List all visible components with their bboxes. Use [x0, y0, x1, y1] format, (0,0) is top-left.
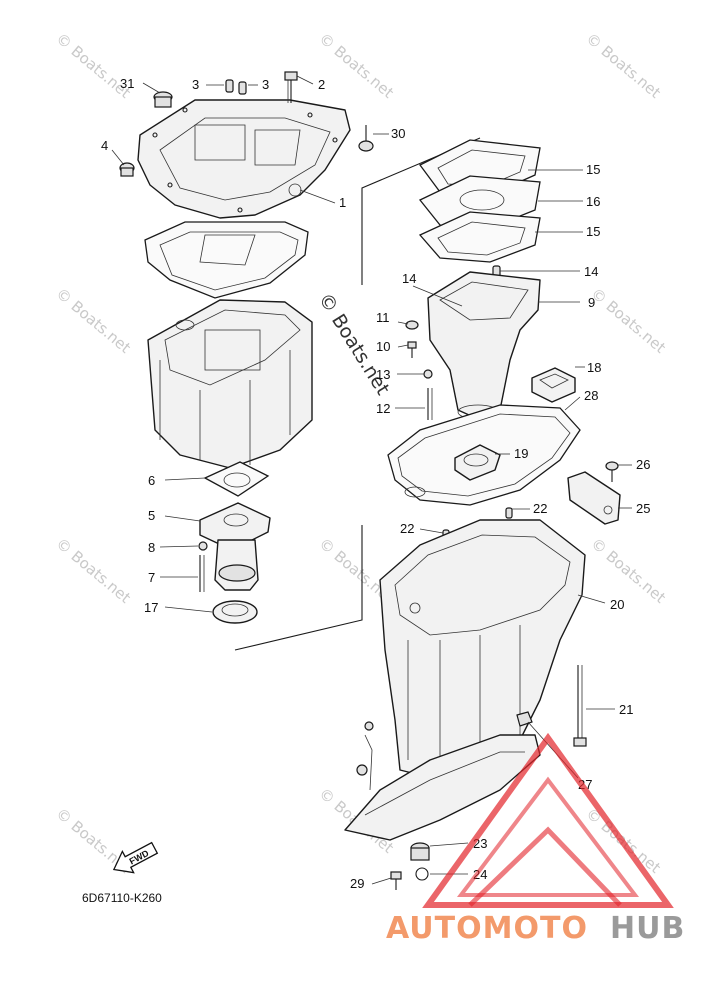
logo-text-automoto: AUTOMOTO	[386, 911, 588, 946]
callout-19: 19	[514, 446, 528, 461]
callout-17: 17	[144, 600, 158, 615]
callout-22: 22	[533, 501, 547, 516]
callout-16: 16	[586, 194, 600, 209]
callout-11: 11	[376, 310, 390, 325]
part-23	[410, 842, 430, 861]
watermark: © Boats.net	[582, 29, 664, 102]
part-seal-17	[212, 600, 258, 624]
watermark: © Boats.net	[315, 29, 397, 102]
callout-9: 9	[588, 295, 595, 310]
callout-10: 10	[376, 339, 390, 354]
watermark: © Boats.net	[52, 29, 134, 102]
part-exhaust-manifold	[427, 271, 541, 421]
logo-triangle-icon	[422, 732, 674, 908]
callout-29: 29	[350, 876, 364, 891]
callout-26: 26	[636, 457, 650, 472]
part-gasket-upper	[144, 221, 309, 299]
callout-30: 30	[391, 126, 405, 141]
part-bolt-29	[390, 871, 402, 890]
callout-6: 6	[148, 473, 155, 488]
callout-8: 8	[148, 540, 155, 555]
part-upper-casing	[137, 99, 351, 219]
callout-3: 3	[192, 77, 199, 92]
part-bolt-21	[573, 665, 587, 747]
part-washer-13	[423, 369, 433, 379]
callout-31: 31	[120, 76, 134, 91]
callout-12: 12	[376, 401, 390, 416]
part-grommet	[119, 162, 135, 177]
callout-24: 24	[473, 867, 487, 882]
callout-7: 7	[148, 570, 155, 585]
callout-3: 3	[262, 77, 269, 92]
part-bolt-26	[605, 461, 619, 482]
part-clip-24	[415, 867, 429, 881]
callout-20: 20	[610, 597, 624, 612]
leader-lines	[111, 75, 632, 885]
callout-28: 28	[584, 388, 598, 403]
part-bolt-12	[427, 388, 433, 420]
part-seal-19	[454, 444, 501, 481]
part-bracket-25	[567, 471, 621, 525]
callout-15: 15	[586, 162, 600, 177]
logo-text-hub: HUB	[610, 911, 685, 946]
callout-14: 14	[584, 264, 598, 279]
part-dowel-22	[505, 507, 513, 519]
watermark: © Boats.net	[52, 284, 134, 357]
callout-13: 13	[376, 367, 390, 382]
callout-5: 5	[148, 508, 155, 523]
part-washer-8	[198, 541, 208, 551]
callout-4: 4	[101, 138, 108, 153]
callout-18: 18	[587, 360, 601, 375]
part-upper-case-20	[379, 519, 586, 781]
callout-25: 25	[636, 501, 650, 516]
part-bolt-30	[358, 125, 374, 152]
callouts: 31 3 3 2 30 4 1 15 16 15 14 14 9 11 10 1…	[101, 76, 650, 891]
part-bolt-10	[407, 341, 417, 358]
part-gasket-6	[203, 461, 270, 497]
part-exhaust-box	[147, 299, 313, 469]
callout-21: 21	[619, 702, 633, 717]
watermark: © Boats.net	[587, 534, 669, 607]
part-lower-unit	[344, 721, 541, 841]
diagram-code: 6D67110-K260	[82, 891, 162, 905]
automotohub-logo: AUTOMOTO HUB	[386, 732, 685, 946]
part-exhaust-pipe	[214, 539, 259, 591]
callout-1: 1	[339, 195, 346, 210]
part-gasket-15b	[418, 211, 541, 263]
part-bolt-top	[284, 71, 298, 103]
part-cap	[153, 91, 173, 108]
part-bolt-7	[199, 555, 205, 592]
callout-14: 14	[402, 271, 416, 286]
watermark: © Boats.net	[52, 534, 134, 607]
callout-2: 2	[318, 77, 325, 92]
callout-15: 15	[586, 224, 600, 239]
watermark: © Boats.net	[587, 284, 669, 357]
part-dowels	[225, 79, 247, 95]
callout-22: 22	[400, 521, 414, 536]
part-block-18	[531, 367, 576, 403]
part-exhaust-block	[199, 502, 271, 551]
part-washer-11	[405, 320, 419, 330]
